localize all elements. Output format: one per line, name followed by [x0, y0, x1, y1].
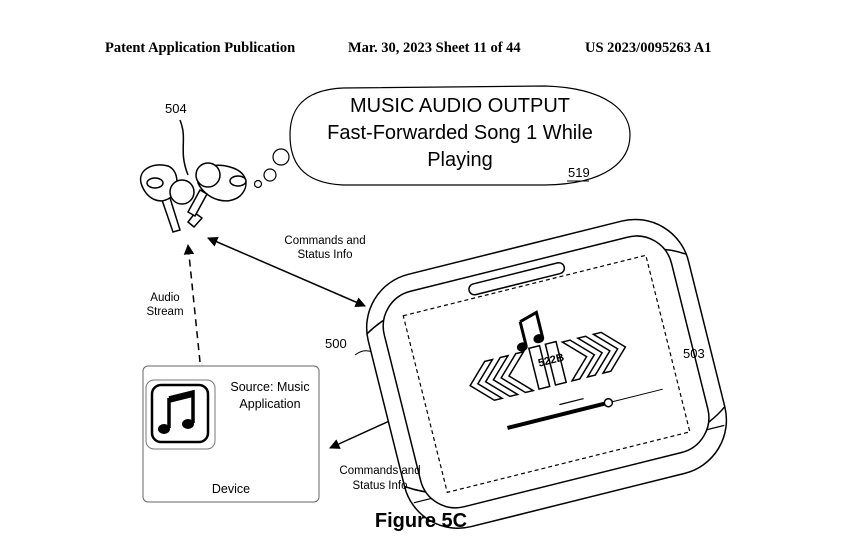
- playback-controls: [469, 310, 663, 430]
- commands-label-top-1: Commands and: [284, 235, 366, 247]
- audio-stream-arrow: [183, 243, 201, 363]
- thought-bubble: [253, 85, 631, 189]
- figure-caption: Figure 5C: [374, 510, 468, 532]
- music-note-icon: [516, 310, 545, 352]
- ref-503: 503: [683, 346, 705, 361]
- progress-remaining: [610, 388, 663, 403]
- screen-region: [402, 254, 691, 494]
- progress-played: [506, 401, 607, 430]
- music-app-icon: [158, 389, 195, 434]
- date-sheet-label: Mar. 30, 2023 Sheet 11 of 44: [348, 40, 521, 56]
- audio-label-1: Audio: [150, 292, 180, 304]
- earbuds-illustration: [139, 119, 247, 233]
- publication-number: US 2023/0095263 A1: [585, 40, 712, 56]
- commands-label-bottom-1: Commands and: [339, 465, 421, 477]
- device-source-1: Source: Music: [230, 380, 310, 394]
- ref-500: 500: [325, 336, 347, 351]
- device-name: Device: [211, 482, 251, 496]
- ref-522b-underline: [559, 398, 584, 406]
- commands-arrow-top: [207, 236, 366, 308]
- bubble-line-2: Fast-Forwarded Song 1 While: [327, 122, 593, 144]
- rewind-icon: [469, 350, 536, 402]
- device-source-2: Application: [239, 397, 301, 411]
- pause-icon: [527, 340, 568, 391]
- fast-forward-icon: [560, 331, 627, 383]
- audio-label-2: Stream: [146, 306, 184, 318]
- ref-519: 519: [568, 165, 590, 180]
- bubble-title: MUSIC AUDIO OUTPUT: [349, 95, 570, 117]
- ref-504: 504: [165, 101, 187, 116]
- bubble-line-3: Playing: [427, 149, 493, 171]
- commands-label-top-2: Status Info: [297, 249, 353, 261]
- progress-scrubber: [603, 397, 614, 408]
- commands-label-bottom-2: Status Info: [352, 480, 408, 492]
- publication-label: Patent Application Publication: [105, 40, 296, 56]
